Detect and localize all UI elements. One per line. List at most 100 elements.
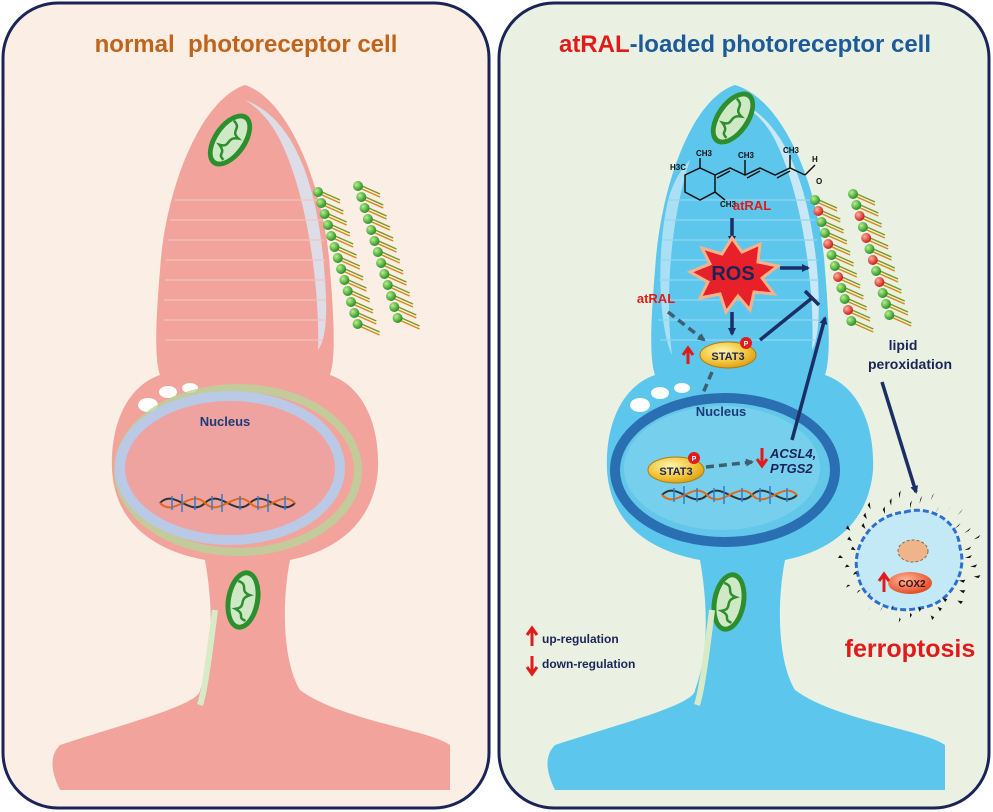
lipid-healthy [846,316,874,333]
lipid-healthy [349,308,377,325]
cell-debris-fragment [930,615,935,621]
lipid-healthy [316,198,344,215]
cell-debris-fragment [937,606,942,612]
lipid-healthy [379,269,407,286]
cell-debris-fragment [847,536,852,542]
lipid-healthy [356,192,384,209]
ros-burst [686,235,782,316]
molecule-label-ch3-c: CH3 [783,146,800,155]
left-outer-segment-highlight [245,100,327,350]
lipid-bilayer-outer [857,222,886,239]
molecule-label-ch3-b: CH3 [738,151,755,160]
lipid-healthy [353,181,381,198]
lipid-bilayer-outer [874,277,902,294]
cell-debris-fragment [957,600,963,605]
cell-debris-fragment [845,584,851,588]
cell-debris-fragment [882,506,886,514]
arrow-stat3-to-lipids [758,296,814,342]
ferroptosis-label: ferroptosis [845,635,976,663]
right-panel: atRAL-loaded photoreceptor cell H3C CH3 … [497,1,991,810]
lipid-healthy [342,286,371,303]
lipid-healthy [359,203,387,220]
right-panel-title: atRAL-loaded photoreceptor cell [559,31,931,58]
left-dna-helix [159,494,296,512]
arrow-lipid-to-ferroptosis [880,381,919,494]
legend-down-label: down-regulation [542,657,635,671]
cell-debris-fragment [889,498,892,506]
cell-debris-fragment [856,590,861,594]
right-title-accent: atRAL [559,31,630,58]
cell-debris-fragment [942,598,948,603]
cell-debris-fragment [852,571,858,575]
cox2-label: COX2 [898,579,926,590]
lipid-healthy [319,209,347,226]
left-vesicle-2 [159,386,177,398]
left-nucleus-label: Nucleus [200,414,251,429]
lipid-healthy [382,280,411,297]
ferroptotic-cell: COX2 [838,490,981,623]
legend-down-arrow-icon [525,656,539,677]
lipid-healthy [372,247,401,264]
lipid-healthy [332,253,361,270]
cell-debris-fragment [959,590,966,594]
lipid-healthy [369,236,397,253]
cell-debris-fragment [880,606,883,612]
right-nucleus-label: Nucleus [696,404,747,419]
gene-label-line1: ACSL4, [769,446,816,461]
cell-debris-fragment [918,606,922,612]
cell-debris-fragment [945,506,951,514]
left-membrane-lipids [313,181,420,336]
lipid-healthy [810,195,838,212]
lipid-healthy [376,258,404,275]
left-panel-title: normal photoreceptor cell [95,31,398,58]
lipid-healthy [816,217,844,234]
lipid-healthy [366,225,394,242]
lipid-healthy [392,313,420,330]
molecule-label-h3c: H3C [670,163,686,172]
lipid-bilayer-outer [864,244,892,261]
right-title-rest: -loaded photoreceptor cell [630,31,931,58]
cell-debris-fragment [861,522,866,529]
lipid-healthy [336,264,364,281]
lipid-healthy [389,302,417,319]
cell-debris-fragment [965,555,972,558]
lipid-healthy [829,261,858,278]
cell-debris-fragment [844,564,850,568]
lipid-healthy [322,220,351,237]
lipid-bilayer-outer [854,211,882,228]
cell-debris-fragment [867,502,871,510]
left-axon-highlight [197,609,218,706]
left-disc-stack [164,199,326,341]
cell-debris-fragment [891,605,894,610]
stat3-lower-phospho: P [692,456,697,463]
right-dna-helix [661,486,798,504]
stat3-upper-label: STAT3 [711,351,744,363]
molecule-label-h: H [812,155,818,164]
cell-debris-fragment [954,522,961,529]
cell-debris-fragment [973,575,981,579]
lipid-label-line2: peroxidation [868,356,952,372]
molecule-label-o: O [816,177,822,186]
legend-up-arrow-icon [525,625,539,646]
cell-debris-fragment [850,546,856,551]
cell-debris-fragment [964,546,972,551]
right-outer-segment-highlight [735,100,819,350]
cell-debris-fragment [863,512,867,520]
lipid-label-line1: lipid [889,337,918,353]
cell-debris-fragment [973,534,981,540]
cell-debris-fragment [934,506,940,514]
right-membrane-lipids [810,189,912,333]
lipid-oxidized [833,272,861,289]
lipid-bilayer-outer [871,266,899,283]
lipid-bilayer-outer [861,233,889,250]
stat3-lower-label: STAT3 [659,466,692,478]
lipid-healthy [313,187,341,204]
right-outer-segment-highlight-left [660,160,690,355]
lipid-bilayer-outer [851,200,879,217]
cell-debris-fragment [867,593,872,597]
lipid-healthy [326,231,354,248]
cell-debris-fragment [845,525,851,531]
arrow-stat3-to-lipids-bar [803,289,821,307]
